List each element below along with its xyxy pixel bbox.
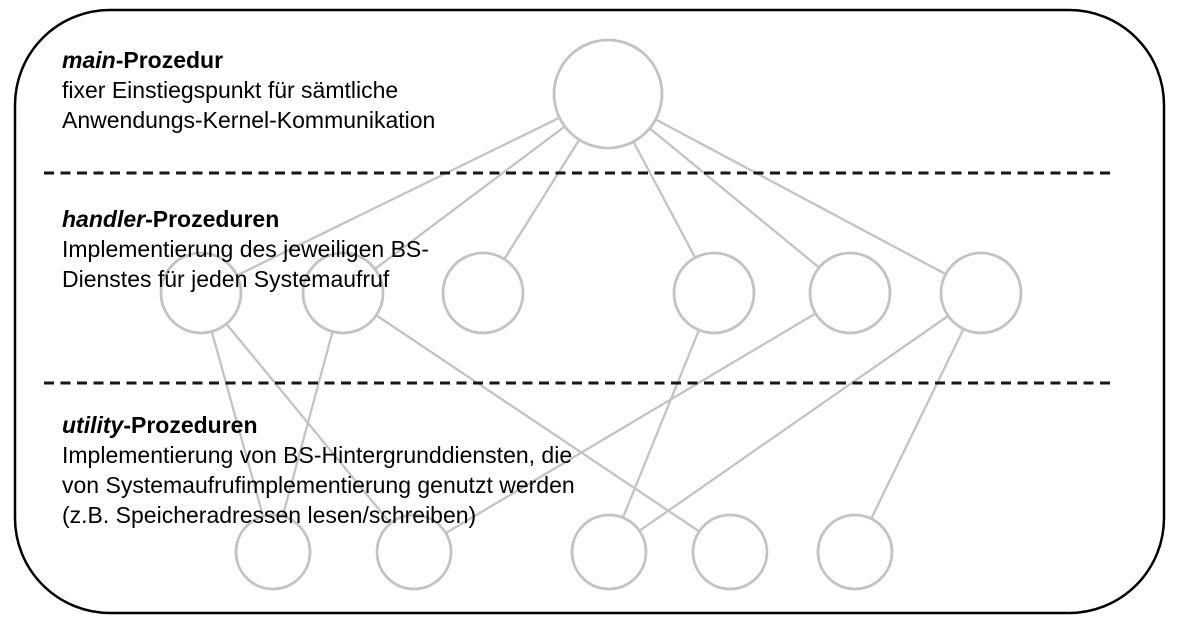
main-title-rest: -Prozedur <box>115 47 224 73</box>
node-utility-5 <box>816 513 894 591</box>
main-title-italic: main <box>62 47 116 73</box>
main-procedure-label: main-Prozedur fixer Einstiegspunkt für s… <box>62 45 435 135</box>
utility-title-italic: utility <box>62 412 124 438</box>
handler-procedures-label: handler-Prozeduren Implementierung des j… <box>62 204 429 294</box>
edge-handler-2-utility-4 <box>342 292 731 553</box>
edge-handler-6-utility-5 <box>853 292 983 553</box>
edge-main-handler-6 <box>607 92 982 295</box>
utility-procedures-line-2: von Systemaufrufimplementierung genutzt … <box>62 472 575 498</box>
edge-main-handler-1 <box>200 92 609 295</box>
handler-title-italic: handler <box>62 206 146 232</box>
edge-handler-5-utility-2 <box>413 292 851 553</box>
utility-procedures-label: utility-Prozeduren Implementierung von B… <box>62 410 575 530</box>
utility-title-rest: -Prozeduren <box>123 412 258 438</box>
handler-procedures-line-2: Dienstes für jeden Systemaufruf <box>62 266 390 292</box>
kernel-boundary-frame <box>13 8 1166 615</box>
node-utility-3 <box>570 513 648 591</box>
edge-handler-4-utility-3 <box>607 292 716 553</box>
edge-handler-6-utility-3 <box>608 292 982 553</box>
node-handler-4 <box>672 251 756 335</box>
node-handler-2 <box>301 251 385 335</box>
node-handler-1 <box>159 251 243 335</box>
handler-procedures-line-1: Implementierung des jeweiligen BS- <box>62 236 429 262</box>
node-handler-6 <box>939 251 1023 335</box>
node-main <box>552 38 664 150</box>
node-utility-1 <box>234 513 312 591</box>
utility-procedures-title: utility-Prozeduren <box>62 410 575 440</box>
node-utility-2 <box>375 513 453 591</box>
edge-handler-1-utility-1 <box>199 292 275 553</box>
main-procedure-line-1: fixer Einstiegspunkt für sämtliche <box>62 77 399 103</box>
utility-procedures-line-1: Implementierung von BS-Hintergrunddienst… <box>62 442 573 468</box>
node-handler-3 <box>441 251 525 335</box>
main-procedure-line-2: Anwendungs-Kernel-Kommunikation <box>62 107 436 133</box>
node-utility-4 <box>691 513 769 591</box>
utility-procedures-line-3: (z.B. Speicheradressen lesen/schreiben) <box>62 502 477 528</box>
handler-procedures-title: handler-Prozeduren <box>62 204 429 234</box>
node-handler-5 <box>808 251 892 335</box>
main-procedure-title: main-Prozedur <box>62 45 435 75</box>
handler-title-rest: -Prozeduren <box>145 206 280 232</box>
edge-handler-2-utility-1 <box>271 292 345 553</box>
